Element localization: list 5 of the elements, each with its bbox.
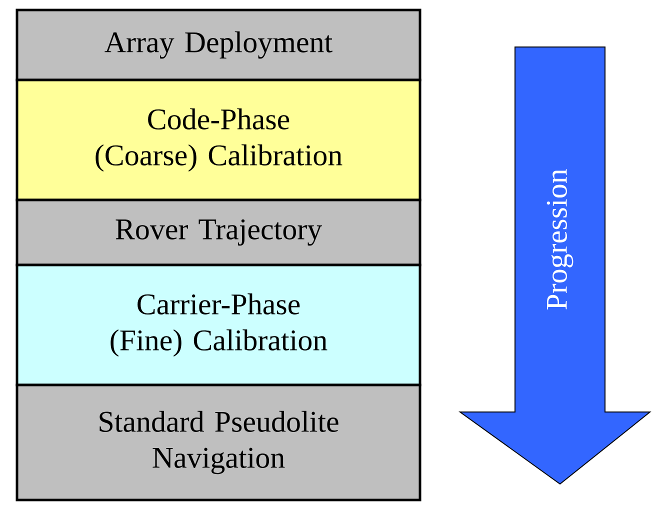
stage-box: Carrier-Phase (Fine) Calibration [16, 264, 422, 386]
stage-box: Array Deployment [16, 8, 422, 82]
stage-box: Standard Pseudolite Navigation [16, 384, 422, 502]
stage-box: Rover Trajectory [16, 198, 422, 266]
stage-box: Code-Phase (Coarse) Calibration [16, 78, 422, 202]
